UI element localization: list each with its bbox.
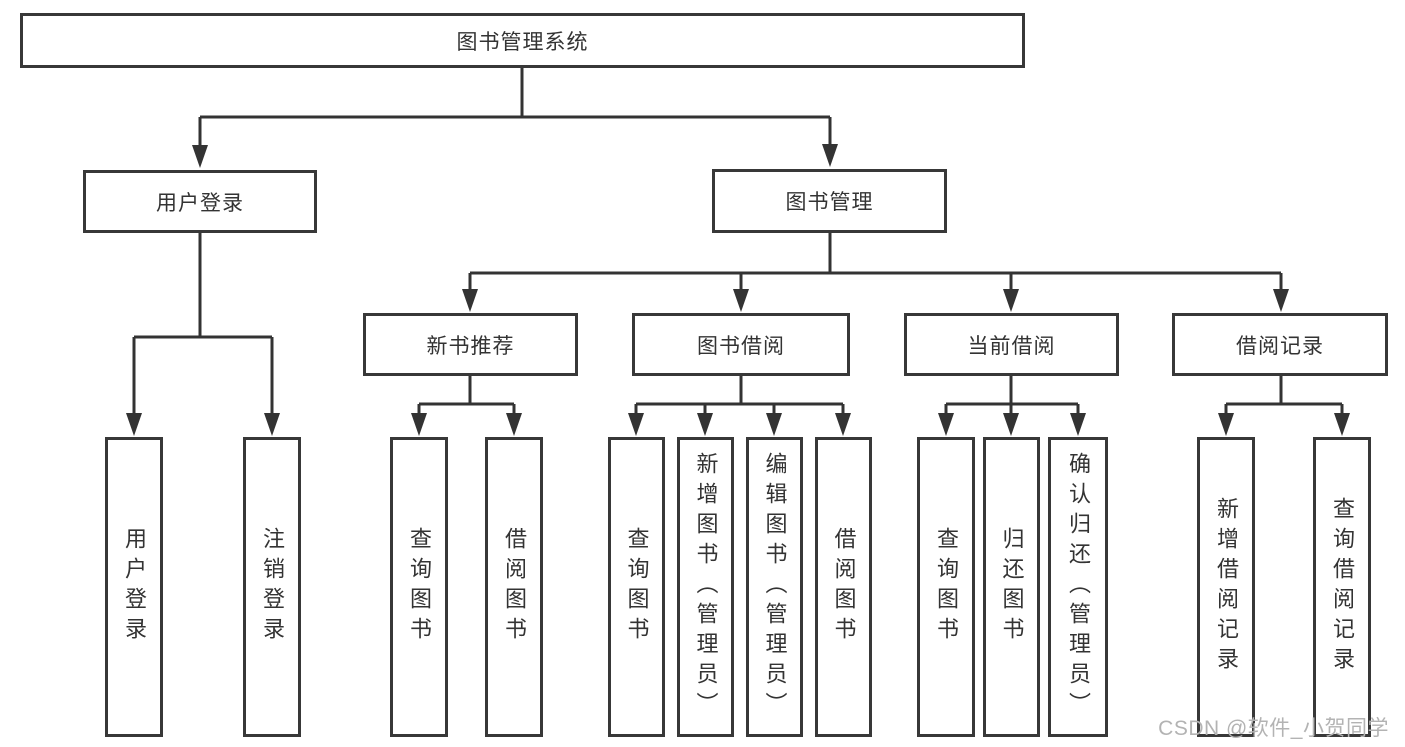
leaf-user-login-label: 用户登录 [122, 527, 147, 647]
arrowhead-new-book-rec [462, 289, 478, 312]
connector-book-borrow-to-leaves [634, 376, 845, 420]
arrowhead-leaf-logout [264, 413, 280, 436]
arrowhead-user-login [192, 145, 208, 168]
arrowhead-cb-return-books [1003, 413, 1019, 436]
leaf-bb-query-books-label: 查询图书 [624, 527, 650, 647]
leaf-bb-add-books-admin-label: 新增图书（管理员） [693, 452, 719, 722]
arrowhead-nbr-query-books [411, 413, 427, 436]
node-user-login-label: 用户登录 [156, 191, 244, 215]
leaf-nbr-query-books: 查询图书 [390, 437, 448, 737]
leaf-br-query-record: 查询借阅记录 [1313, 437, 1371, 737]
arrowhead-borrow-records [1273, 289, 1289, 312]
node-new-book-rec-label: 新书推荐 [426, 334, 515, 358]
connector-current-borrow-to-leaves [944, 376, 1080, 420]
arrowhead-br-add-record [1218, 413, 1234, 436]
node-borrow-records-label: 借阅记录 [1236, 334, 1324, 358]
arrowhead-nbr-borrow-books [506, 413, 522, 436]
leaf-br-add-record-label: 新增借阅记录 [1214, 497, 1239, 677]
connector-user-login-to-leaves [132, 233, 274, 420]
arrowhead-bb-add-books [697, 413, 713, 436]
connector-root-to-level2 [198, 68, 832, 152]
arrowhead-book-borrow [733, 289, 749, 312]
leaf-cb-return-books-label: 归还图书 [999, 527, 1025, 647]
csdn-watermark: CSDN @软件_小贺同学 [1158, 717, 1389, 740]
arrowhead-br-query-record [1334, 413, 1350, 436]
leaf-bb-add-books-admin: 新增图书（管理员） [677, 437, 734, 737]
arrowhead-cb-confirm-return [1070, 413, 1086, 436]
node-current-borrow: 当前借阅 [904, 313, 1119, 376]
node-borrow-records: 借阅记录 [1172, 313, 1388, 376]
connector-borrow-records-to-leaves [1224, 376, 1344, 420]
leaf-br-query-record-label: 查询借阅记录 [1330, 497, 1355, 677]
leaf-logout: 注销登录 [243, 437, 301, 737]
arrowhead-leaf-user-login [126, 413, 142, 436]
node-book-borrow-label: 图书借阅 [697, 334, 785, 358]
arrowhead-book-mgmt [822, 144, 838, 167]
node-book-mgmt-label: 图书管理 [785, 191, 874, 214]
node-book-borrow: 图书借阅 [632, 313, 850, 376]
arrowhead-bb-edit-books [766, 413, 782, 436]
leaf-bb-borrow-books: 借阅图书 [815, 437, 872, 737]
leaf-br-add-record: 新增借阅记录 [1197, 437, 1255, 737]
leaf-nbr-borrow-books-label: 借阅图书 [502, 527, 527, 647]
connector-new-book-rec-to-leaves [417, 376, 516, 420]
node-user-login: 用户登录 [83, 170, 317, 233]
node-root-label: 图书管理系统 [456, 30, 589, 54]
leaf-cb-query-books-label: 查询图书 [934, 527, 959, 647]
leaf-cb-confirm-return-admin-label: 确认归还（管理员） [1066, 452, 1091, 722]
leaf-nbr-borrow-books: 借阅图书 [485, 437, 543, 737]
arrowhead-current-borrow [1003, 289, 1019, 312]
leaf-bb-query-books: 查询图书 [608, 437, 665, 737]
arrowhead-bb-query-books [628, 413, 644, 436]
arrowhead-cb-query-books [938, 413, 954, 436]
leaf-cb-confirm-return-admin: 确认归还（管理员） [1048, 437, 1108, 737]
connector-book-mgmt-to-level3 [468, 233, 1283, 296]
leaf-user-login: 用户登录 [105, 437, 163, 737]
leaf-logout-label: 注销登录 [260, 527, 285, 647]
leaf-bb-edit-books-admin: 编辑图书（管理员） [746, 437, 803, 737]
node-new-book-rec: 新书推荐 [363, 313, 578, 376]
leaf-cb-return-books: 归还图书 [983, 437, 1040, 737]
node-book-mgmt: 图书管理 [712, 169, 947, 233]
node-current-borrow-label: 当前借阅 [967, 334, 1056, 358]
leaf-nbr-query-books-label: 查询图书 [407, 527, 432, 647]
arrowhead-bb-borrow-books [835, 413, 851, 436]
leaf-bb-borrow-books-label: 借阅图书 [831, 527, 857, 647]
node-root: 图书管理系统 [20, 13, 1025, 68]
leaf-cb-query-books: 查询图书 [917, 437, 975, 737]
leaf-bb-edit-books-admin-label: 编辑图书（管理员） [762, 452, 788, 722]
